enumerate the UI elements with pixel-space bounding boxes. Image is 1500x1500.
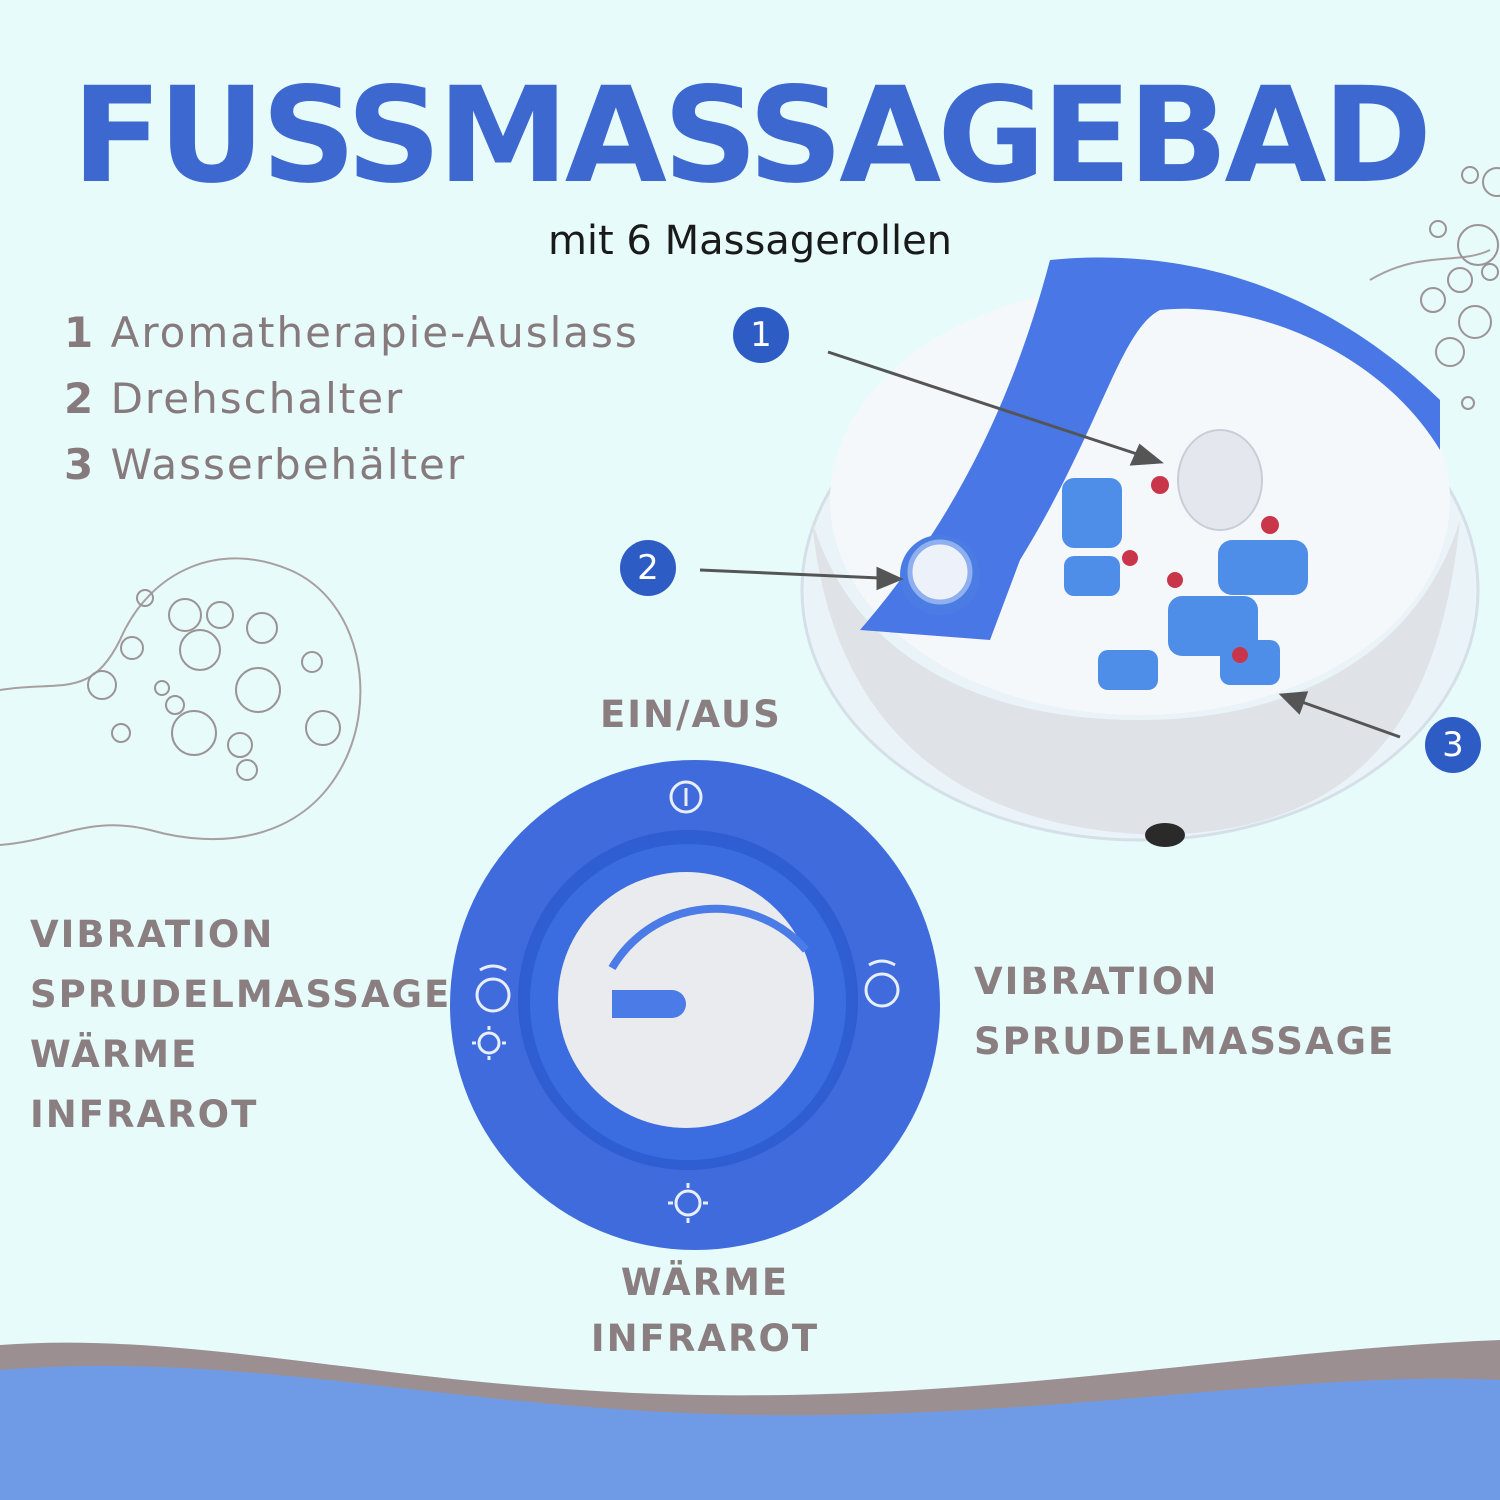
legend-item-3: 3 Wasserbehälter — [64, 440, 467, 489]
power-icon — [669, 780, 703, 814]
callout-arrows — [699, 350, 1401, 739]
callout-badge-3: 3 — [1425, 717, 1481, 773]
decor-line-right — [1369, 249, 1491, 281]
decor-line-left — [0, 557, 362, 846]
dial-right-labels: VIBRATION SPRUDELMASSAGE — [974, 960, 1396, 1063]
callout-badge-2: 2 — [620, 540, 676, 596]
dial-left-labels: VIBRATION SPRUDELMASSAGE WÄRME INFRAROT — [30, 913, 452, 1136]
sun-icon — [472, 1026, 708, 1223]
legend-item-1: 1 Aromatherapie-Auslass — [64, 308, 639, 357]
page-title: FUSSMASSAGEBAD — [71, 59, 1432, 213]
bubbles-right — [1420, 166, 1500, 410]
page-subtitle: mit 6 Massagerollen — [547, 218, 953, 264]
bottom-wave-blue — [0, 1365, 1500, 1500]
legend-item-2: 2 Drehschalter — [64, 374, 405, 423]
control-dial-image — [450, 760, 940, 1250]
bubble-vibration-icon — [475, 959, 900, 1013]
foot-bath-image — [800, 257, 1480, 847]
bubbles-left — [87, 589, 341, 781]
callout-badge-1: 1 — [733, 307, 789, 363]
dial-bottom-labels: WÄRME INFRAROT — [590, 1261, 820, 1360]
dial-top-label: EIN/AUS — [600, 693, 782, 736]
